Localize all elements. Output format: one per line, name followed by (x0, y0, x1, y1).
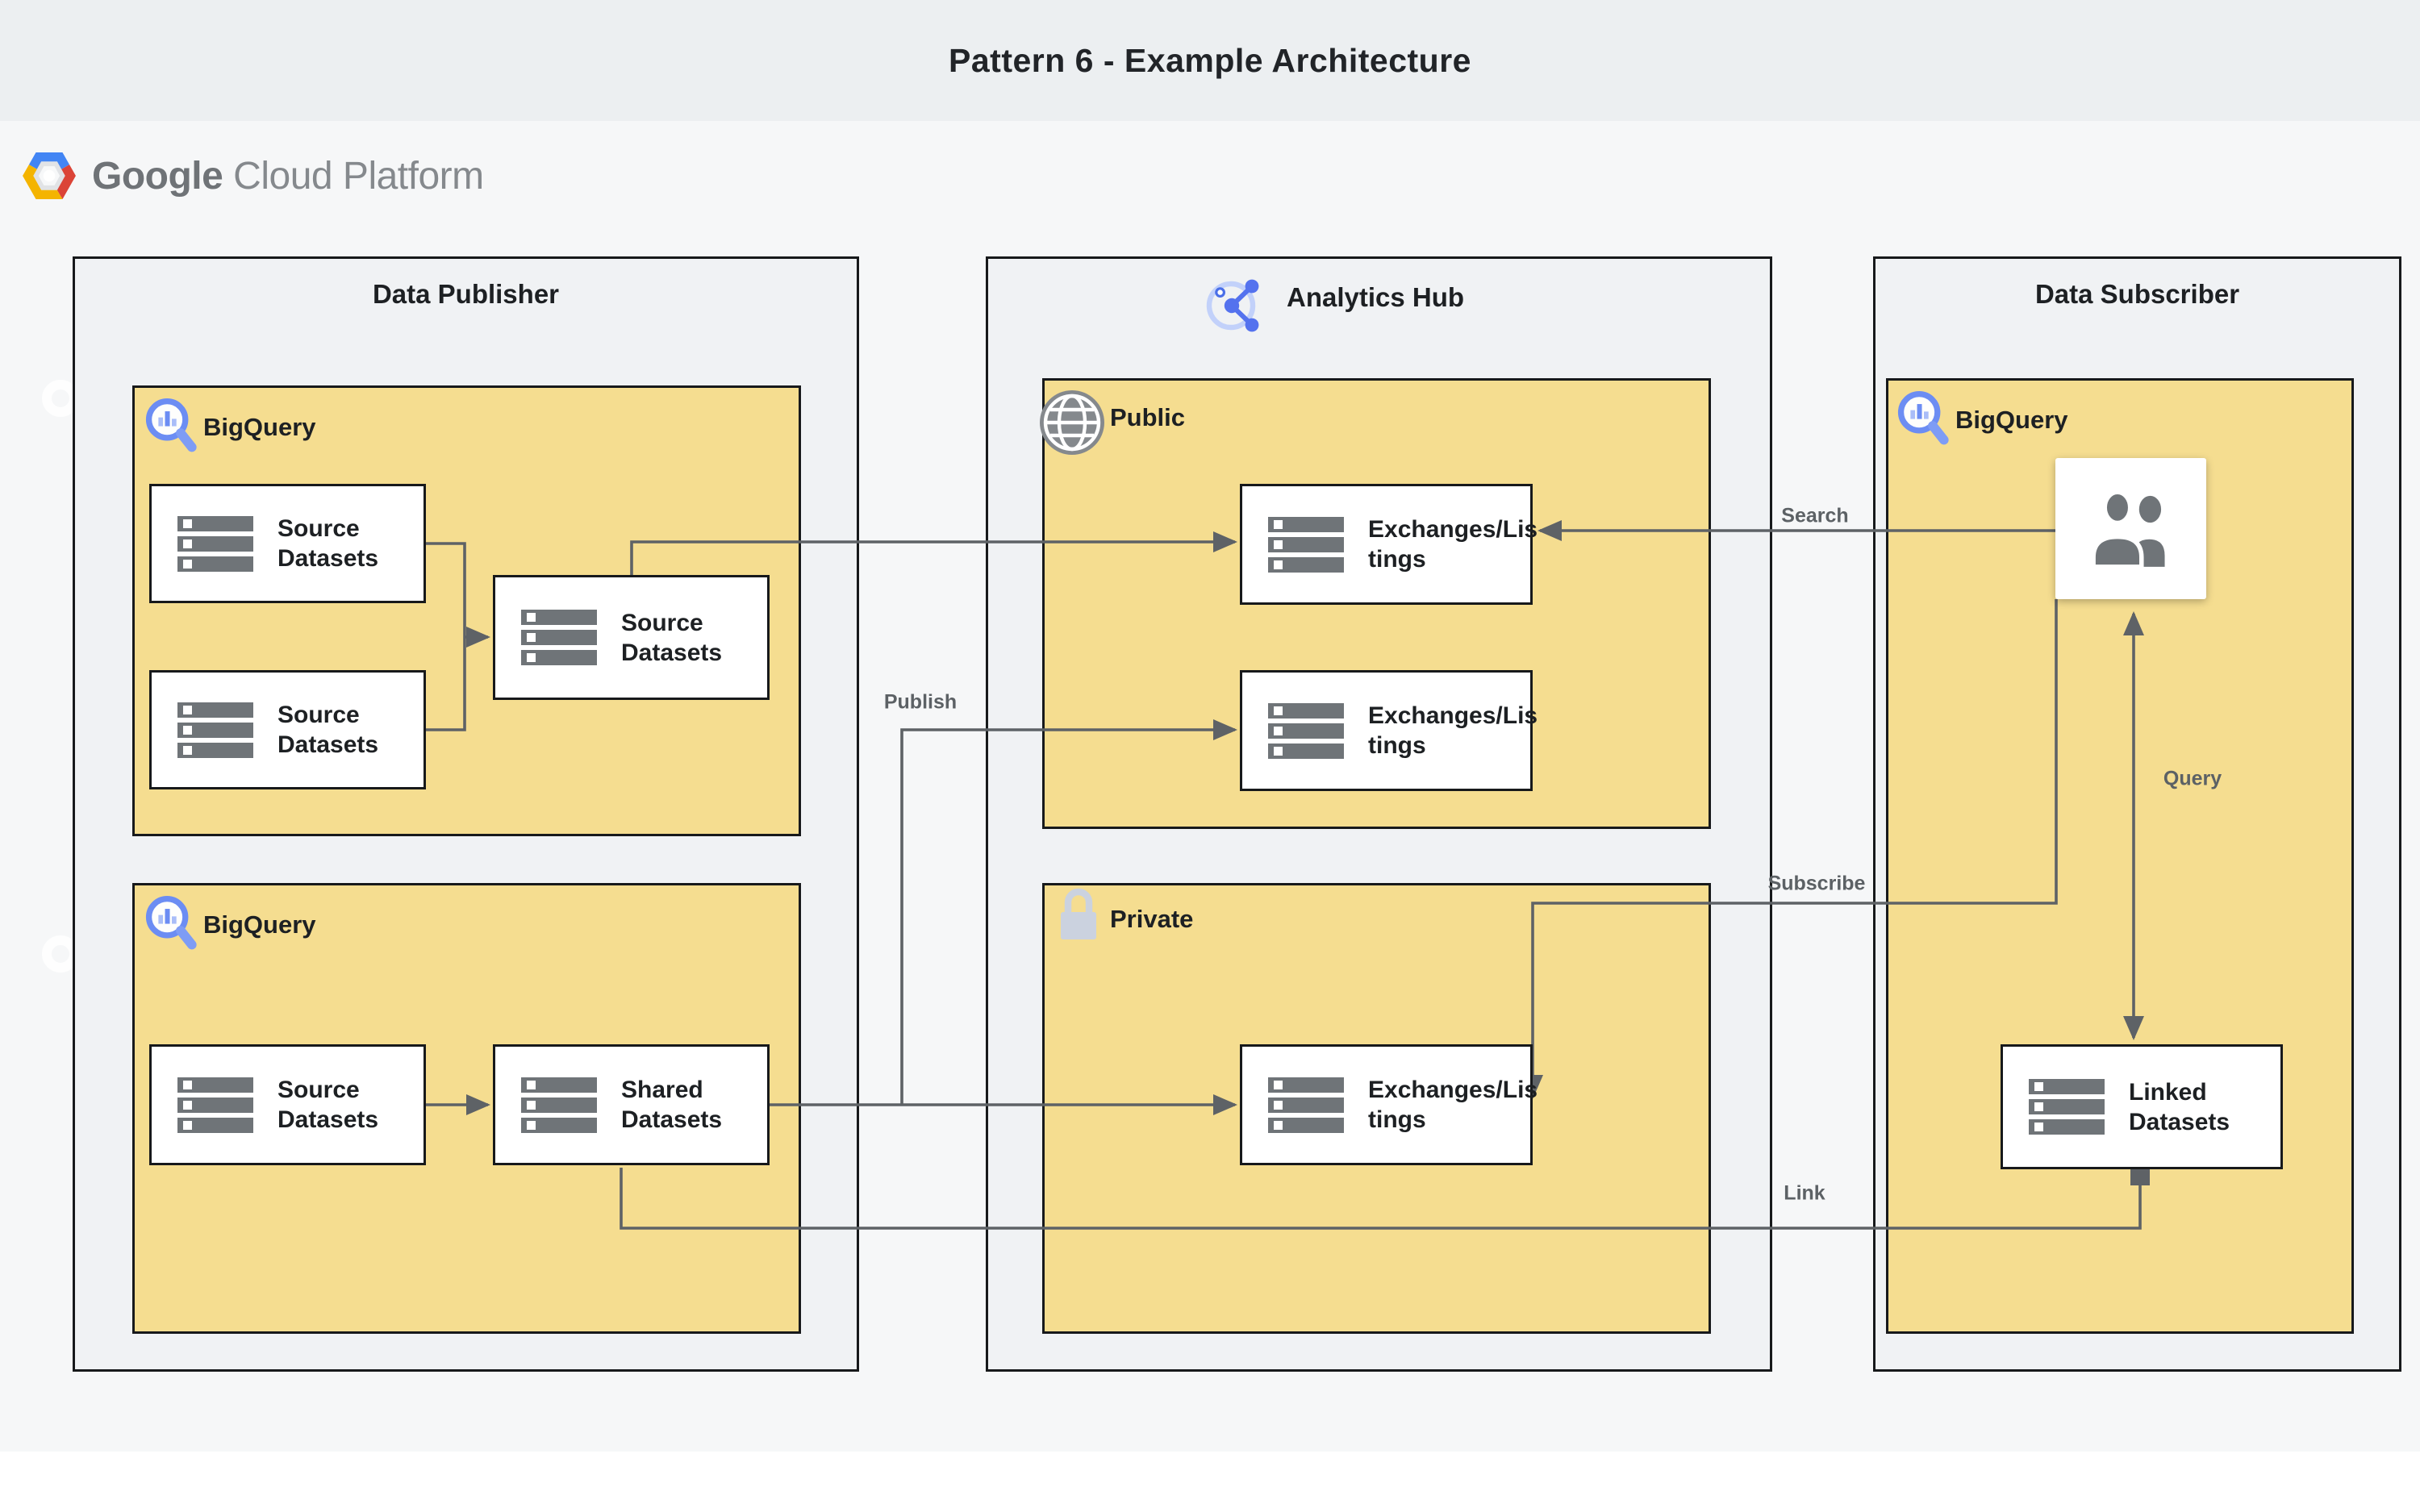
dataset-icon (521, 610, 597, 665)
group-label-bigquery: BigQuery (1955, 406, 2068, 434)
container-title-data-subscriber: Data Subscriber (2034, 279, 2240, 309)
dataset-icon (521, 1077, 597, 1133)
dataset-icon (1268, 516, 1344, 573)
bigquery-icon (1896, 388, 1952, 455)
page-title: Pattern 6 - Example Architecture (949, 42, 1471, 79)
edge-label-query: Query (2163, 767, 2222, 790)
dataset-icon (2029, 1079, 2105, 1135)
lock-icon (1058, 887, 1099, 948)
dataset-icon (177, 1077, 253, 1133)
users-icon (2090, 489, 2165, 569)
container-title-analytics-hub: Analytics Hub (1287, 282, 1465, 312)
node-label: Source Datasets (277, 515, 379, 572)
group-label-bigquery: BigQuery (203, 413, 316, 441)
node-exchanges-listings-public-1: Exchanges/Lis tings (1240, 484, 1538, 605)
globe-icon (1038, 389, 1106, 460)
group-label-bigquery: BigQuery (203, 910, 316, 939)
dataset-icon (177, 515, 253, 572)
node-label: Exchanges/Lis tings (1368, 1077, 1538, 1133)
gcp-logo-text: Google Cloud Platform (92, 154, 484, 198)
dataset-icon (1268, 702, 1344, 759)
node-label: Exchanges/Lis tings (1368, 702, 1538, 759)
node-label: Source Datasets (277, 1077, 379, 1133)
title-band (0, 0, 2420, 121)
node-label: Source Datasets (621, 609, 723, 666)
node-exchanges-listings-private: Exchanges/Lis tings (1240, 1044, 1538, 1165)
edge-label-publish: Publish (883, 690, 958, 714)
node-label: Exchanges/Lis tings (1368, 516, 1538, 573)
analytics-hub-icon (1203, 269, 1274, 344)
group-label-public: Public (1110, 403, 1186, 431)
node-source-datasets: Source Datasets (149, 1044, 426, 1165)
node-label: Source Datasets (277, 702, 379, 758)
node-linked-datasets: Linked Datasets (2001, 1044, 2283, 1169)
edge-label-link: Link (1784, 1181, 1825, 1205)
gcp-hexagon-icon (23, 152, 76, 199)
node-source-datasets: Source Datasets (149, 670, 426, 789)
container-title-data-publisher: Data Publisher (372, 279, 560, 309)
edge-label-subscribe: Subscribe (1767, 872, 1866, 895)
node-shared-datasets: Shared Datasets (493, 1044, 770, 1165)
bigquery-icon (144, 893, 200, 960)
node-source-datasets-merged: Source Datasets (493, 575, 770, 700)
edge-label-search: Search (1781, 504, 1849, 527)
node-exchanges-listings-public-2: Exchanges/Lis tings (1240, 670, 1538, 791)
group-label-private: Private (1110, 905, 1194, 933)
node-source-datasets: Source Datasets (149, 484, 426, 603)
dataset-icon (1268, 1077, 1344, 1133)
subscriber-users-card (2055, 458, 2206, 599)
node-label: Shared Datasets (621, 1077, 723, 1133)
bigquery-icon (144, 395, 200, 462)
gcp-logo: Google Cloud Platform (23, 147, 484, 205)
dataset-icon (177, 702, 253, 758)
node-label: Linked Datasets (2129, 1078, 2230, 1135)
